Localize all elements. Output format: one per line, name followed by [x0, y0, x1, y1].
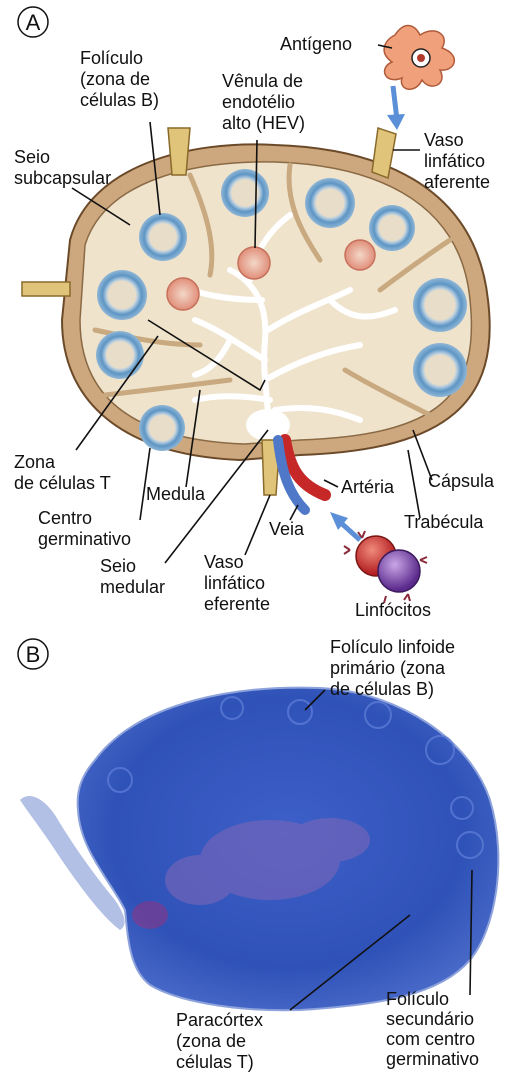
- follicle: [413, 343, 467, 397]
- label-venula: Vênula de endotélio alto (HEV): [222, 71, 308, 133]
- panel-b-letter-text: B: [26, 642, 41, 667]
- label-centro-germinativo: Centro germinativo: [38, 508, 131, 549]
- label-foliculo-secundario: Folículo secundário com centro germinati…: [386, 989, 480, 1069]
- follicle: [413, 278, 467, 332]
- label-zona-t: Zona de células T: [14, 452, 111, 493]
- label-paracortex: Paracórtex (zona de células T): [176, 1010, 268, 1072]
- follicle: [305, 178, 355, 228]
- hev: [167, 278, 199, 310]
- lymphocytes: [344, 531, 427, 603]
- panel-a-letter: A: [18, 7, 48, 37]
- label-linfocitos: Linfócitos: [355, 600, 431, 620]
- label-trabecula: Trabécula: [404, 512, 484, 532]
- lymphocyte-arrow: [340, 522, 360, 540]
- follicle: [96, 331, 144, 379]
- label-vaso-eferente: Vaso linfático eferente: [204, 552, 270, 614]
- label-foliculo-primario: Folículo linfoide primário (zona de célu…: [330, 637, 460, 699]
- lymphocyte-purple: [378, 550, 420, 592]
- hev: [345, 240, 375, 270]
- panel-b: B Fo: [18, 637, 498, 1072]
- panel-b-letter: B: [18, 639, 48, 669]
- antigen-cell: [384, 26, 454, 90]
- label-foliculo: Folículo (zona de células B): [80, 48, 159, 110]
- label-seio-subcapsular: Seio subcapsular: [14, 147, 111, 188]
- follicle: [369, 205, 415, 251]
- label-seio-medular: Seio medular: [100, 556, 165, 597]
- hev: [238, 247, 270, 279]
- label-capsula: Cápsula: [428, 471, 495, 491]
- follicle: [221, 169, 269, 217]
- follicle: [97, 270, 147, 320]
- label-veia: Veia: [269, 519, 305, 539]
- panel-a: A: [14, 7, 495, 620]
- label-vaso-aferente: Vaso linfático aferente: [424, 130, 490, 192]
- follicle: [139, 213, 187, 261]
- label-medula: Medula: [146, 484, 206, 504]
- antigen-arrow-head: [387, 114, 405, 130]
- label-arteria: Artéria: [341, 477, 395, 497]
- follicle: [139, 405, 185, 451]
- panel-a-letter-text: A: [26, 10, 41, 35]
- label-antigeno: Antígeno: [280, 34, 352, 54]
